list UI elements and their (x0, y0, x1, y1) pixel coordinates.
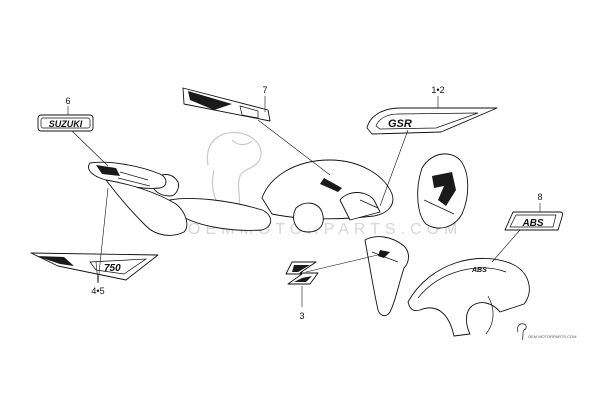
credit-mark: OEM MOTORPARTS.COM (517, 323, 576, 341)
callout-4-5: 4•5 (91, 286, 104, 296)
decal-1-2-gsr-panel: GSR (366, 107, 498, 135)
fender-abs-text: ABS (471, 267, 487, 274)
side-fairing (364, 236, 409, 317)
abs-badge-text: ABS (521, 218, 543, 229)
callout-8: 8 (537, 192, 542, 202)
callout-6: 6 (65, 96, 70, 106)
credit-text: OEM MOTORPARTS.COM (528, 334, 576, 339)
decal-4-5-750-stripe: 750 (30, 252, 159, 281)
motorcycle-silhouette (151, 159, 394, 233)
model-750-text: 750 (104, 263, 121, 274)
callout-1-2: 1•2 (431, 85, 444, 95)
decal-8-abs-badge: ABS (504, 211, 564, 231)
front-cowl (417, 153, 469, 229)
gsr-logo-text: GSR (388, 118, 412, 130)
decal-7-wing-stripe (182, 87, 271, 122)
front-fender: ABS (407, 257, 530, 337)
credit-bird-icon (517, 323, 527, 341)
callout-7: 7 (262, 85, 267, 95)
tail-cowl (88, 161, 188, 236)
decal-3-suzuki-s-emblem (285, 261, 319, 285)
callout-3: 3 (299, 311, 304, 321)
callout-labels: 1•2 3 4•5 6 7 8 (65, 85, 542, 321)
leader-lines (67, 96, 541, 307)
suzuki-badge-text: SUZUKI (49, 119, 83, 129)
decal-6-suzuki-badge: SUZUKI (37, 114, 94, 132)
